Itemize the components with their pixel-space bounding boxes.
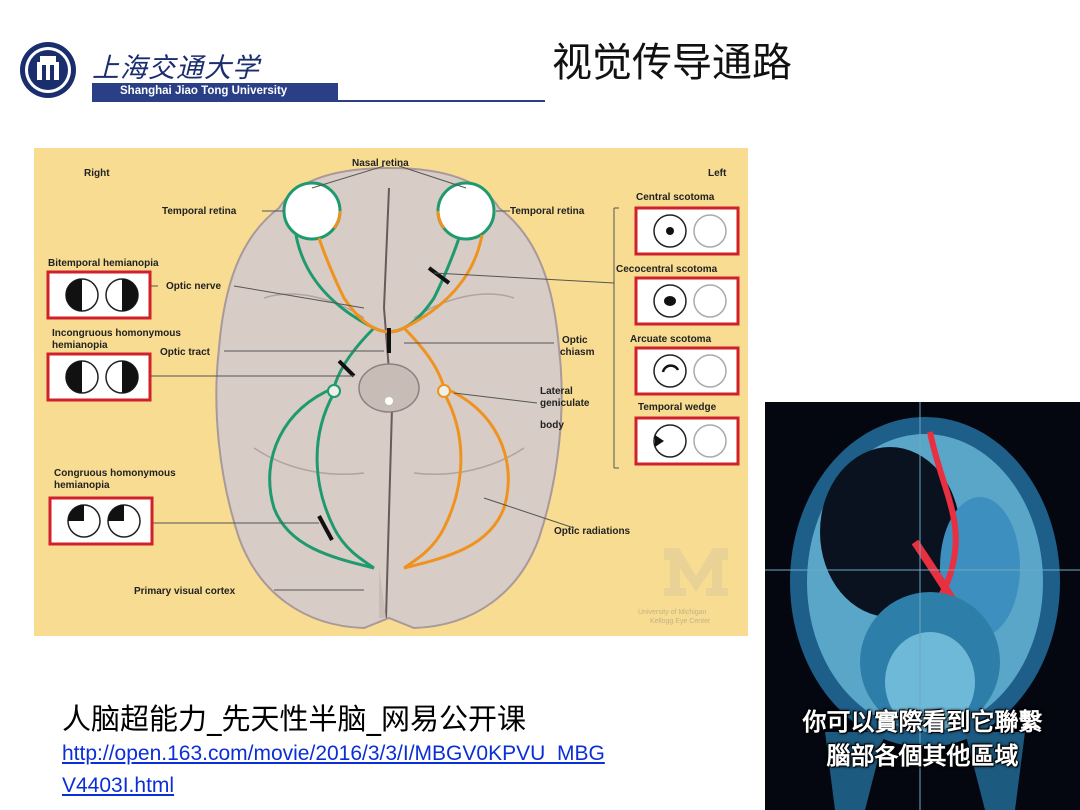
label-optic-tract: Optic tract: [160, 347, 211, 358]
defect-box-bitemporal: [46, 270, 152, 320]
label-lgb-2: geniculate: [540, 398, 590, 409]
label-optic-radiations: Optic radiations: [554, 526, 631, 537]
label-left: Left: [708, 168, 727, 179]
label-optic-nerve: Optic nerve: [166, 281, 221, 292]
label-temporal-retina-right: Temporal retina: [162, 206, 237, 217]
right-lgb: [327, 384, 341, 398]
defect-label: Central scotoma: [636, 192, 715, 203]
defect-label: Congruous homonymous: [54, 468, 176, 479]
university-seal-icon: [20, 42, 76, 98]
defect-box-arcuate-scotoma: [634, 346, 740, 396]
defect-label: hemianopia: [54, 480, 110, 491]
course-link[interactable]: V4403I.html: [62, 774, 175, 797]
mri-video-still[interactable]: 你可以實際看到它聯繫 腦部各個其他區域: [765, 402, 1080, 810]
label-lgb-3: body: [540, 420, 564, 431]
mri-image: [765, 402, 1080, 810]
university-name-cn: 上海交通大学: [92, 53, 260, 84]
left-eye: [436, 181, 496, 241]
label-optic-chiasm-1: Optic: [562, 335, 588, 346]
watermark-text: University of Michigan: [638, 609, 707, 616]
visual-pathway-diagram: Right Left Nasal retina Temporal retina …: [34, 148, 748, 636]
defect-box-incongruous: [46, 352, 152, 402]
defect-box-central-scotoma: [634, 206, 740, 256]
right-eye: [282, 181, 342, 241]
left-lgb: [437, 384, 451, 398]
defect-label: Bitemporal hemianopia: [48, 258, 159, 269]
label-optic-chiasm-2: chiasm: [560, 347, 595, 358]
video-subtitle: 腦部各個其他區域: [826, 742, 1019, 770]
label-primary-visual-cortex: Primary visual cortex: [134, 586, 236, 597]
defect-label: Incongruous homonymous: [52, 328, 181, 339]
label-nasal-retina: Nasal retina: [352, 158, 409, 169]
green-pathway: [268, 234, 461, 570]
label-right: Right: [84, 168, 110, 179]
video-subtitle: 你可以實際看到它聯繫: [802, 708, 1043, 736]
header-divider: [92, 100, 545, 102]
label-temporal-retina-left: Temporal retina: [510, 206, 585, 217]
course-title: 人脑超能力_先天性半脑_网易公开课: [62, 702, 527, 736]
defect-label: Temporal wedge: [638, 402, 717, 413]
defect-box-congruous: [48, 496, 154, 546]
watermark-text: Kellogg Eye Center: [650, 618, 711, 625]
midbrain: [358, 363, 420, 413]
defect-box-temporal-wedge: [634, 416, 740, 466]
page-title: 视觉传导通路: [552, 40, 792, 86]
label-lgb-1: Lateral: [540, 386, 573, 397]
defect-label: Cecocentral scotoma: [616, 264, 718, 275]
michigan-logo-icon: [664, 548, 728, 596]
university-name-en: Shanghai Jiao Tong University: [92, 83, 338, 100]
defect-label: hemianopia: [52, 340, 108, 351]
lesion-markers: [317, 266, 451, 541]
defect-box-cecocentral-scotoma: [634, 276, 740, 326]
orange-pathway: [317, 234, 510, 570]
defect-label: Arcuate scotoma: [630, 334, 712, 345]
course-link[interactable]: http://open.163.com/movie/2016/3/3/I/MBG…: [62, 742, 605, 765]
